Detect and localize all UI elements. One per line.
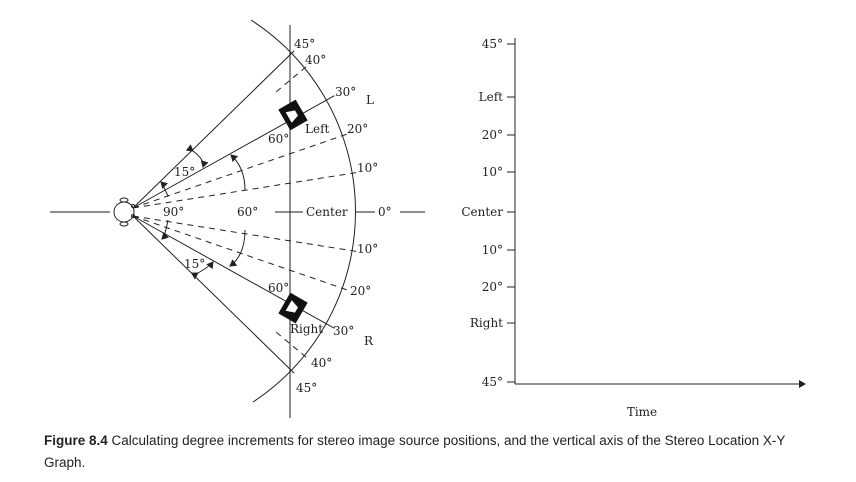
ray-40-right xyxy=(275,331,308,359)
graph-y-ticks: 45° Left 20° 10° Center 10° 20° Right 45° xyxy=(461,37,515,389)
ray-45-left xyxy=(132,50,295,209)
speaker-right-label: Right xyxy=(290,322,323,336)
label-60-mid: 60° xyxy=(237,205,258,219)
arrow-60-lower xyxy=(229,229,246,267)
label-45-bottom: 45° xyxy=(296,381,317,395)
y-tick-label: Left xyxy=(479,90,504,104)
label-60-speaker-lower: 60° xyxy=(268,281,289,295)
label-15-upper: 15° xyxy=(174,165,195,179)
ray-30-left xyxy=(132,95,335,209)
label-60-speaker-upper: 60° xyxy=(268,132,289,146)
ray-40-left xyxy=(275,65,308,93)
speaker-left-label: Left xyxy=(305,122,330,136)
ray-45-right xyxy=(132,215,295,374)
label-10-top: 10° xyxy=(357,161,378,175)
y-tick-label: Center xyxy=(461,205,503,219)
right-speaker-icon xyxy=(278,292,308,324)
label-15-lower: 15° xyxy=(184,257,205,271)
label-10-bottom: 10° xyxy=(357,242,378,256)
left-speaker-icon xyxy=(278,99,308,131)
label-90: 90° xyxy=(163,205,184,219)
label-20-top: 20° xyxy=(347,122,368,136)
arrow-90-upper xyxy=(160,181,169,197)
ray-20-left xyxy=(132,133,348,209)
degree-arc xyxy=(250,19,356,403)
y-tick-label: 45° xyxy=(482,375,503,389)
ray-10-left xyxy=(132,171,358,209)
y-tick-label: 20° xyxy=(482,280,503,294)
label-sub-l: L xyxy=(366,93,374,107)
ray-30-right xyxy=(132,215,335,329)
y-tick-label: 10° xyxy=(482,165,503,179)
y-tick-label: Right xyxy=(470,316,503,330)
arrow-15-upper xyxy=(185,144,209,168)
y-tick-label: 20° xyxy=(482,128,503,142)
label-20-bottom: 20° xyxy=(350,284,371,298)
figure-caption: Figure 8.4 Calculating degree increments… xyxy=(44,430,824,474)
arrow-90-lower xyxy=(161,219,170,240)
label-45-top: 45° xyxy=(294,37,315,51)
label-0: 0° xyxy=(378,205,392,219)
arrow-15-lower xyxy=(190,261,214,280)
y-tick-label: 45° xyxy=(482,37,503,51)
label-40-top: 40° xyxy=(305,53,326,67)
label-sub-r: R xyxy=(364,334,374,348)
y-tick-label: 10° xyxy=(482,243,503,257)
listener-head-icon xyxy=(113,197,135,227)
label-40-bottom: 40° xyxy=(311,356,332,370)
arrow-60-upper xyxy=(230,154,246,191)
center-label: Center xyxy=(306,205,348,219)
label-30-right: 30° xyxy=(333,324,354,338)
time-label: Time xyxy=(627,405,657,419)
figure-caption-text: Calculating degree increments for stereo… xyxy=(44,433,786,470)
figure-label: Figure 8.4 xyxy=(44,433,108,448)
label-30-left: 30° xyxy=(335,85,356,99)
